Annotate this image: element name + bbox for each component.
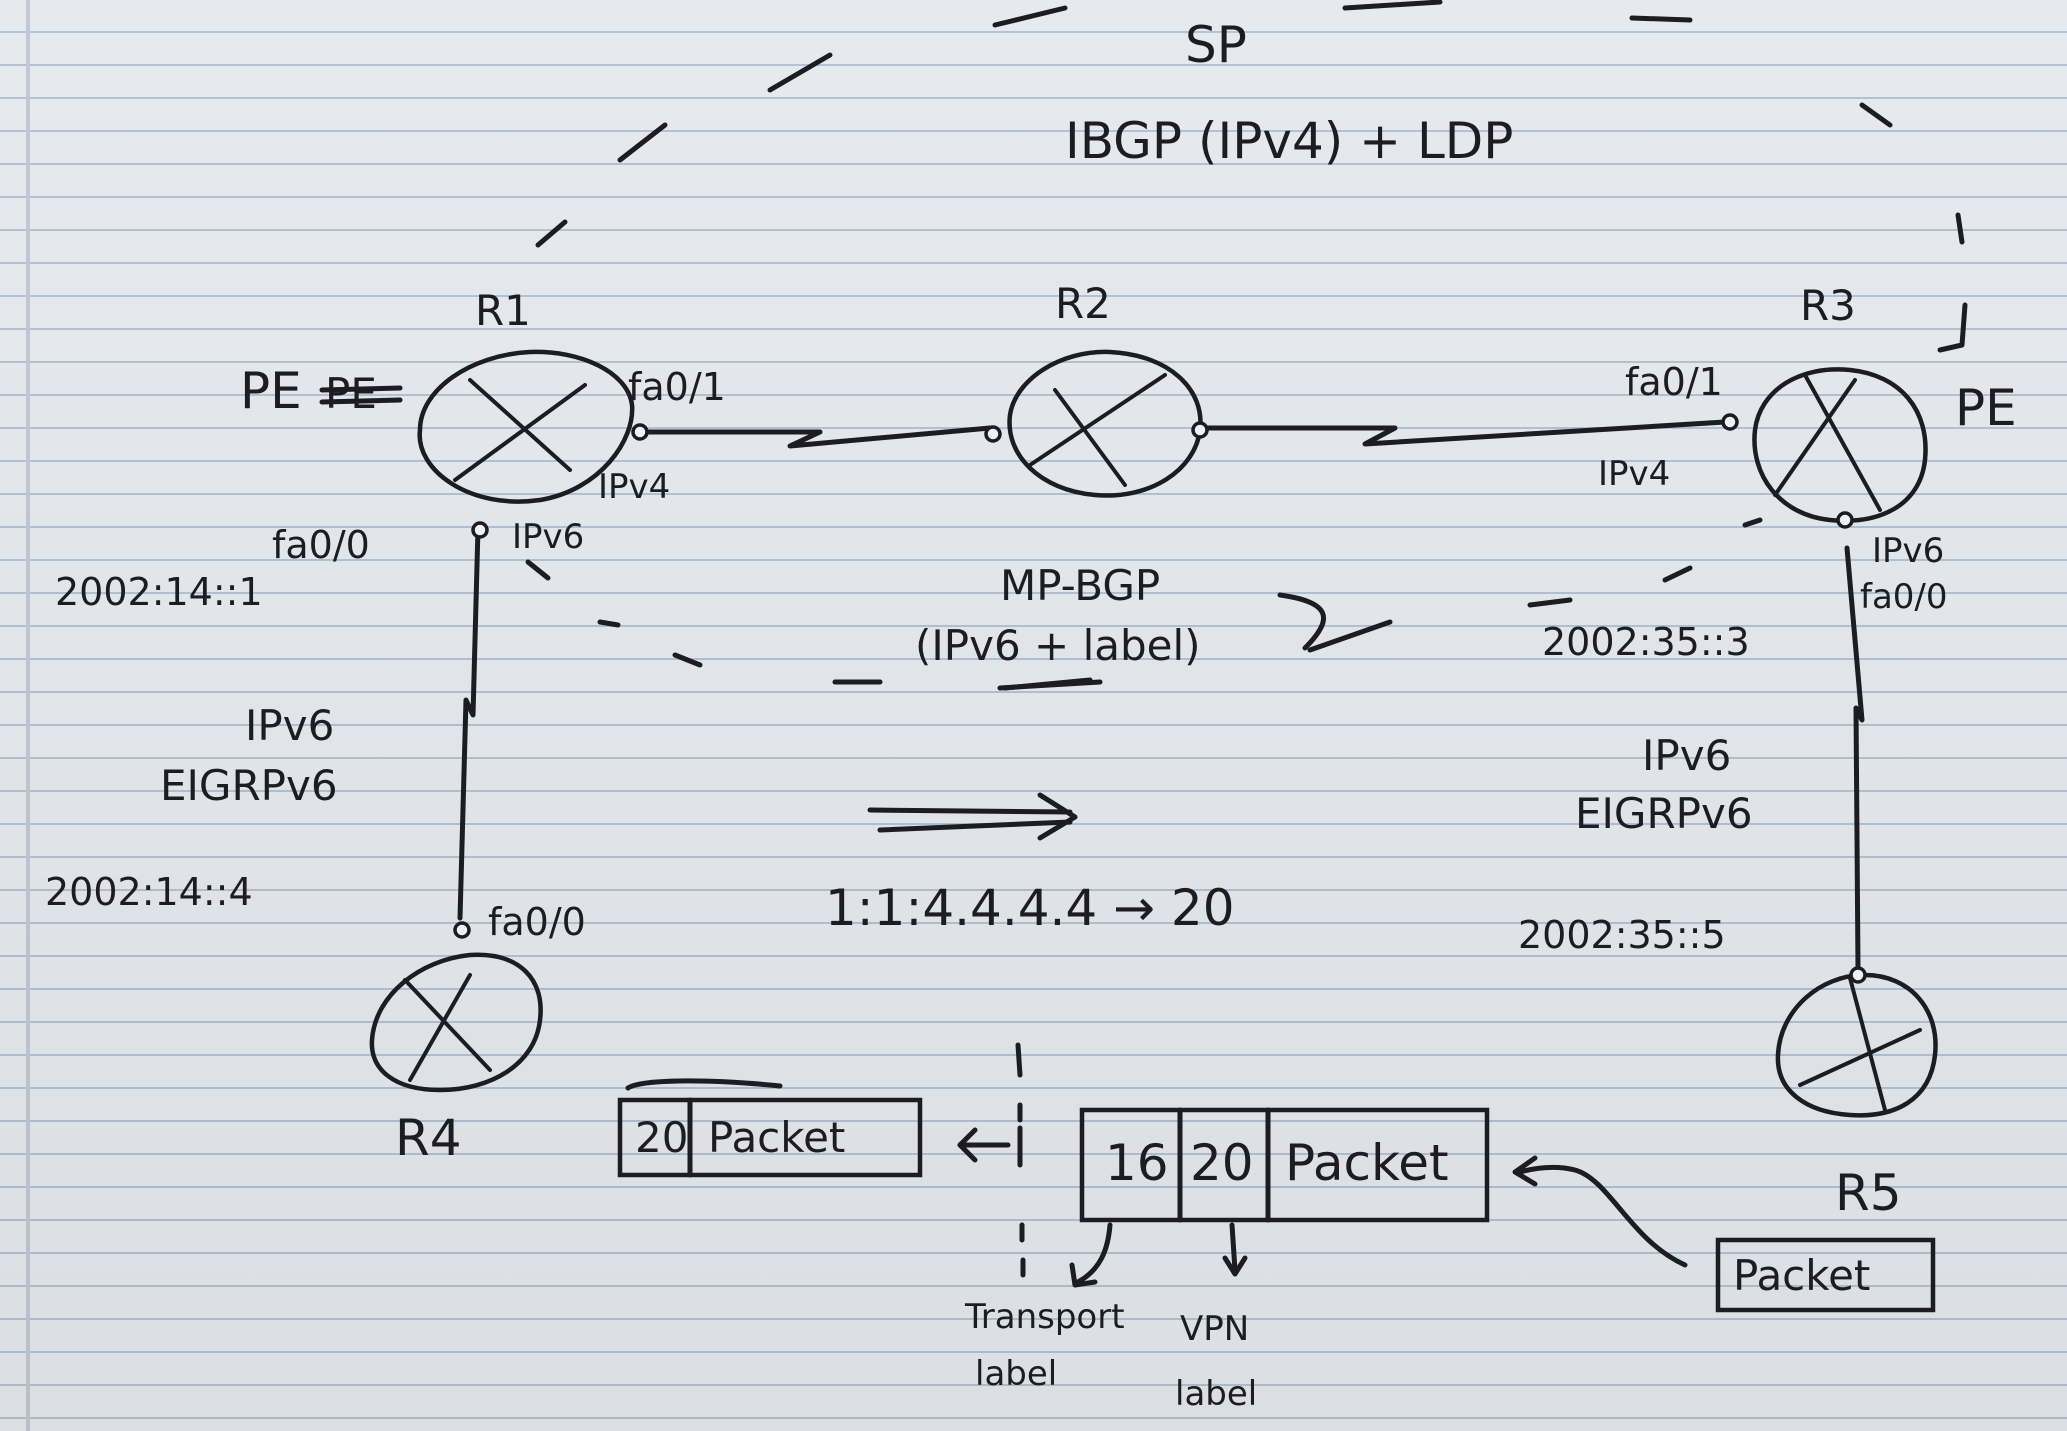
right-link-af: IPv6 <box>1642 731 1731 780</box>
r3-edge-af: IPv6 <box>1872 531 1944 571</box>
r3-core-af: IPv4 <box>1598 454 1670 494</box>
svg-text:Packet: Packet <box>708 1113 845 1162</box>
transport-annotation: Transport <box>964 1297 1125 1337</box>
vpn-annotation: VPN <box>1180 1309 1249 1349</box>
left-link-protocol: EIGRPv6 <box>160 761 338 810</box>
transport-annotation-label: label <box>975 1354 1057 1394</box>
r3-edge-interface: fa0/0 <box>1860 577 1948 617</box>
r3-label: R3 <box>1800 281 1856 330</box>
r4-edge-interface: fa0/0 <box>488 900 586 944</box>
router-r1[interactable] <box>417 349 649 539</box>
packet-r5-side: Packet <box>1715 1237 1936 1313</box>
r1-fa01-port <box>631 423 649 441</box>
r1-edge-interface: fa0/0 <box>272 523 370 567</box>
r1-core-af: IPv4 <box>598 467 670 507</box>
packet-core: 16 20 Packet <box>1079 1107 1490 1223</box>
vpn-label-value: 20 <box>1190 1134 1254 1192</box>
svg-text:Packet: Packet <box>1285 1134 1449 1192</box>
mpbgp-label: MP-BGP <box>1000 561 1160 610</box>
router-r4[interactable] <box>369 921 543 1093</box>
r5-edge-address: 2002:35::5 <box>1518 913 1726 957</box>
core-links <box>637 419 1728 449</box>
svg-text:PE: PE <box>325 369 377 418</box>
r1-edge-address: 2002:14::1 <box>55 570 263 614</box>
transport-pointer <box>1069 1222 1113 1288</box>
mpbgp-underline <box>997 679 1103 691</box>
vpn-route-advertisement: 1:1:4.4.4.4 → 20 <box>825 879 1235 937</box>
packet-r4-side: 20 Packet <box>617 1078 923 1178</box>
left-link-af: IPv6 <box>245 701 334 750</box>
r3-edge-address: 2002:35::3 <box>1542 620 1750 664</box>
transport-label-value: 16 <box>1105 1134 1169 1192</box>
r3-core-interface: fa0/1 <box>1625 360 1723 404</box>
r1-r4-link <box>457 525 481 921</box>
r1-fa00-port <box>471 521 489 539</box>
router-r5[interactable] <box>1775 966 1938 1118</box>
r2-east-port <box>1191 421 1209 439</box>
r1-role: PE <box>240 362 302 420</box>
diagram-title-sp: SP <box>1185 16 1247 74</box>
r1-label: R1 <box>475 286 531 335</box>
r1-role-scratched: PE <box>319 369 403 418</box>
push-arrow <box>1512 1155 1688 1268</box>
r3-role: PE <box>1955 379 2017 437</box>
diagram-title-protocols: IBGP (IPv4) + LDP <box>1065 112 1513 170</box>
mpbgp-bracket <box>1277 592 1326 651</box>
vpn-pointer <box>1222 1222 1248 1277</box>
r1-edge-af: IPv6 <box>512 517 584 557</box>
right-link-protocol: EIGRPv6 <box>1575 789 1753 838</box>
svg-text:20: 20 <box>635 1113 688 1162</box>
sp-cloud-dashes <box>525 0 1968 691</box>
r5-port <box>1849 966 1867 984</box>
r3-r5-link <box>1844 545 1865 971</box>
vpn-annotation-label: label <box>1175 1374 1257 1414</box>
r1-core-interface: fa0/1 <box>628 365 726 409</box>
r4-fa00-port <box>453 921 471 939</box>
r3-fa00-port <box>1836 511 1854 529</box>
r5-label: R5 <box>1835 1164 1902 1222</box>
r2-label: R2 <box>1055 279 1111 328</box>
r2-west-port <box>984 425 1002 443</box>
advertisement-arrow <box>867 792 1078 841</box>
router-r3[interactable] <box>1721 367 1928 529</box>
r3-fa01-port <box>1721 413 1739 431</box>
router-r2[interactable] <box>984 349 1209 498</box>
r4-edge-address: 2002:14::4 <box>45 870 253 914</box>
r4-label: R4 <box>395 1109 462 1167</box>
mpbgp-afi: (IPv6 + label) <box>915 621 1201 670</box>
svg-text:Packet: Packet <box>1733 1251 1870 1300</box>
pop-arrow <box>957 1042 1026 1278</box>
